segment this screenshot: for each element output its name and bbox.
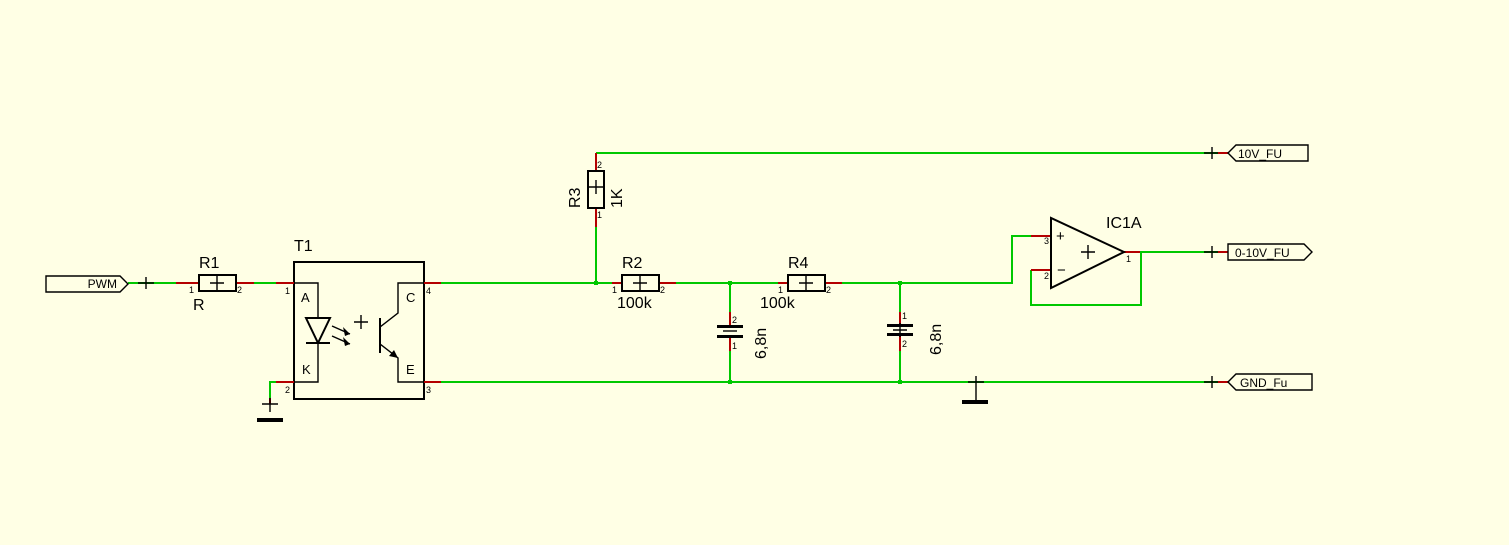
- capacitor-c1[interactable]: 6,8n 2 1: [717, 312, 770, 359]
- t1-pin3-number: 3: [426, 385, 431, 395]
- t1-body: [293, 261, 425, 400]
- r4-body: [787, 274, 826, 292]
- r2-name: R2: [622, 255, 643, 272]
- ic1a-origin-cross-icon: [1081, 245, 1095, 259]
- ic1a-pin1-number: 1: [1126, 254, 1131, 264]
- junction-dot: [898, 281, 902, 285]
- ic1a-name: IC1A: [1106, 215, 1142, 232]
- c1-value: 6,8n: [753, 328, 770, 359]
- ground-cross-icon: [262, 398, 278, 412]
- ic1a-pin2-number: 2: [1044, 271, 1049, 281]
- ic1a-minus-label: −: [1057, 262, 1066, 279]
- port-pwm-label: PWM: [88, 277, 117, 291]
- r3-origin-cross-icon: [589, 180, 603, 194]
- junction-dot: [594, 281, 598, 285]
- t1-origin-cross-icon: [354, 315, 368, 329]
- port-gnd-shape: [1227, 373, 1313, 391]
- wire-r4-opamp: [842, 235, 1031, 284]
- t1-transistor-leads: [379, 282, 424, 383]
- r4-pin1-number: 1: [778, 285, 783, 295]
- c1-pin-bottom-number: 1: [732, 341, 737, 351]
- r3-name: R3: [567, 187, 584, 208]
- t1-pin-e-label: E: [406, 362, 415, 377]
- r2-pin1-number: 1: [612, 285, 617, 295]
- r1-name: R1: [199, 255, 220, 272]
- r3-pin2-number: 2: [597, 160, 602, 170]
- r2-pin2-number: 2: [660, 285, 665, 295]
- junction-dot: [728, 380, 732, 384]
- ic1a-pins: [1031, 235, 1140, 271]
- port-0-10v-label: 0-10V_FU: [1235, 246, 1290, 260]
- t1-pin2-number: 2: [285, 385, 290, 395]
- t1-emitter-arrow-icon: [389, 350, 398, 358]
- port-gnd-label: GND_Fu: [1240, 376, 1287, 390]
- ground-bar-icon: [962, 400, 988, 404]
- port-10v-shape: [1227, 144, 1309, 162]
- wire-k-ground: [269, 381, 276, 398]
- r4-name: R4: [788, 255, 809, 272]
- capacitor-c2[interactable]: 6,8n 1 2: [887, 311, 945, 355]
- port-gnd-fu[interactable]: GND_Fu: [1204, 373, 1313, 391]
- ic1a-pin3-number: 3: [1044, 236, 1049, 246]
- port-10v-label: 10V_FU: [1238, 147, 1282, 161]
- c2-origin-cross-icon: [893, 323, 907, 337]
- r1-origin-cross-icon: [210, 276, 224, 290]
- r4-value: 100k: [760, 295, 796, 312]
- t1-arrow-heads: [343, 327, 350, 346]
- t1-pin4-number: 4: [426, 286, 431, 296]
- r4-origin-cross-icon: [799, 276, 813, 290]
- r2-value: 100k: [617, 295, 653, 312]
- t1-led-leads: [294, 282, 319, 383]
- r4-pin2-number: 2: [826, 285, 831, 295]
- c1-plate-bottom: [717, 335, 743, 338]
- ground-bar-icon: [257, 418, 283, 422]
- t1-pin-a-label: A: [301, 290, 310, 305]
- r2-body: [621, 274, 660, 292]
- ground-symbol: [962, 376, 988, 404]
- t1-pin1-number: 1: [285, 286, 290, 296]
- ground-cross-icon: [968, 376, 984, 400]
- port-0-10v-cross-icon: [1204, 246, 1220, 258]
- resistor-r3[interactable]: R3 1K 1 2: [567, 153, 626, 227]
- t1-name: T1: [294, 238, 313, 255]
- t1-pins: [276, 282, 441, 383]
- port-pwm[interactable]: PWM: [45, 275, 154, 293]
- port-0-10v-shape: [1227, 243, 1313, 261]
- c2-value: 6,8n: [928, 324, 945, 355]
- junction-dot: [728, 281, 732, 285]
- optocoupler-t1[interactable]: T1 A K C E 1 2 3 4: [276, 238, 441, 400]
- port-0-10v-fu[interactable]: 0-10V_FU: [1204, 243, 1313, 261]
- c2-pin-top-number: 1: [902, 311, 907, 321]
- wire-feedback: [1030, 252, 1142, 306]
- port-10v-fu[interactable]: 10V_FU: [1204, 144, 1309, 162]
- c1-pin-top-number: 2: [732, 315, 737, 325]
- r1-body: [198, 274, 237, 292]
- ic1a-plus-label: +: [1056, 228, 1065, 245]
- c1-plate-top: [717, 325, 743, 328]
- r3-value: 1K: [609, 188, 626, 208]
- c2-pin-bottom-number: 2: [902, 339, 907, 349]
- ic1a-triangle-icon: [1050, 216, 1127, 290]
- r3-pin1-number: 1: [597, 210, 602, 220]
- t1-pin-k-label: K: [302, 362, 311, 377]
- port-gnd-cross-icon: [1204, 376, 1220, 388]
- junction-dot: [898, 380, 902, 384]
- resistor-r1[interactable]: R1 R 1 2: [176, 255, 254, 314]
- r3-body: [587, 170, 605, 209]
- opamp-ic1a[interactable]: + − IC1A 3 2 1: [1031, 215, 1142, 290]
- r2-origin-cross-icon: [633, 276, 647, 290]
- r1-pin2-number: 2: [237, 285, 242, 295]
- port-pwm-shape: [45, 275, 129, 293]
- resistor-r4[interactable]: R4 100k 1 2: [760, 255, 842, 312]
- t1-pin-c-label: C: [406, 290, 415, 305]
- r1-pin1-number: 1: [189, 285, 194, 295]
- junctions: [594, 281, 902, 384]
- r1-value: R: [193, 297, 205, 314]
- port-pwm-cross-icon: [138, 277, 154, 289]
- t1-led-diode-icon: [304, 317, 332, 346]
- resistor-r2[interactable]: R2 100k 1 2: [612, 255, 676, 312]
- ground-symbol: [257, 398, 283, 422]
- port-10v-cross-icon: [1204, 147, 1220, 159]
